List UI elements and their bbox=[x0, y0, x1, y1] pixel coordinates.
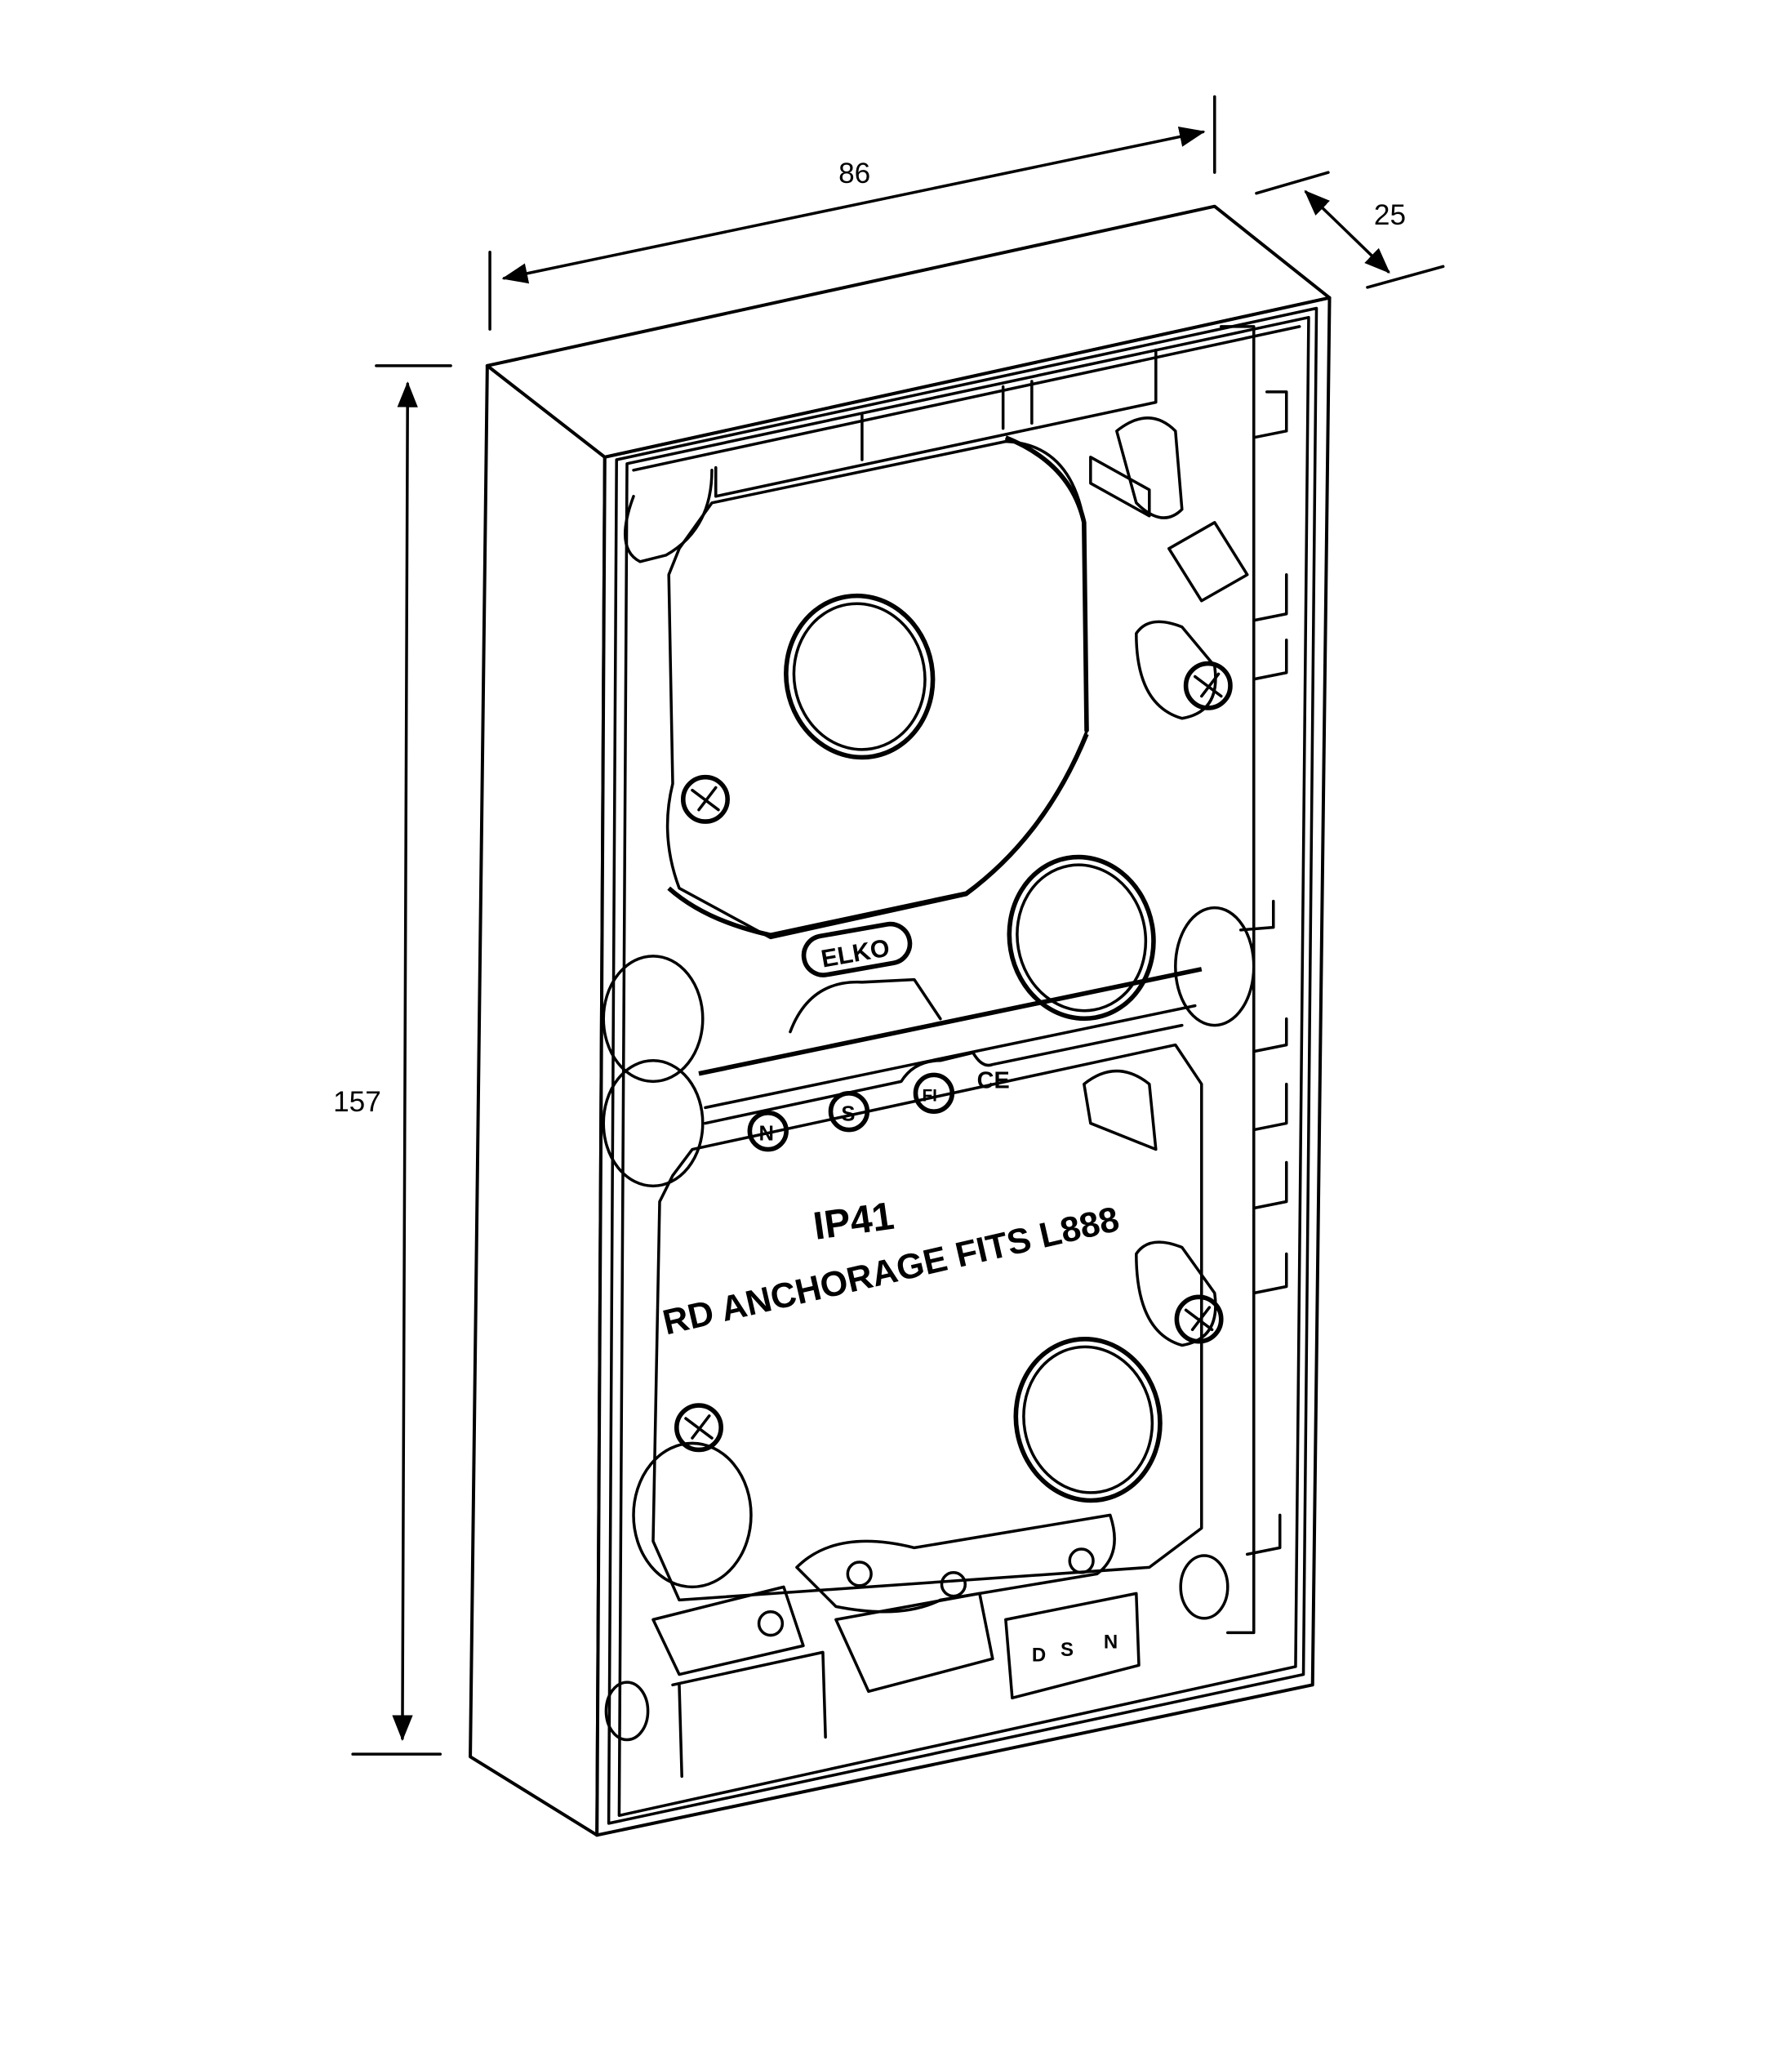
brand-badge bbox=[801, 921, 913, 977]
approval-mark: S bbox=[1061, 1639, 1074, 1661]
knockout-hole bbox=[1013, 1336, 1163, 1503]
approval-mark: S bbox=[841, 1102, 855, 1125]
screws bbox=[674, 661, 1233, 1453]
bottom-approval-marks: D S N bbox=[1032, 1632, 1118, 1667]
approval-mark: N bbox=[1104, 1632, 1118, 1654]
screw-icon bbox=[1183, 661, 1233, 710]
height-label: 157 bbox=[333, 1086, 381, 1118]
depth-dimension: 25 bbox=[1255, 171, 1445, 289]
upper-compartment bbox=[624, 416, 1249, 940]
knockout-hole bbox=[784, 593, 936, 760]
box-left-side bbox=[469, 363, 607, 1837]
screw-icon bbox=[674, 1403, 723, 1453]
approval-mark: D bbox=[1032, 1645, 1046, 1667]
height-dimension: 157 bbox=[333, 364, 452, 1756]
depth-label: 25 bbox=[1374, 199, 1406, 231]
screw-icon bbox=[680, 774, 730, 824]
width-dimension: 86 bbox=[488, 95, 1216, 331]
approval-mark: FI bbox=[922, 1086, 936, 1105]
width-label: 86 bbox=[838, 158, 870, 189]
